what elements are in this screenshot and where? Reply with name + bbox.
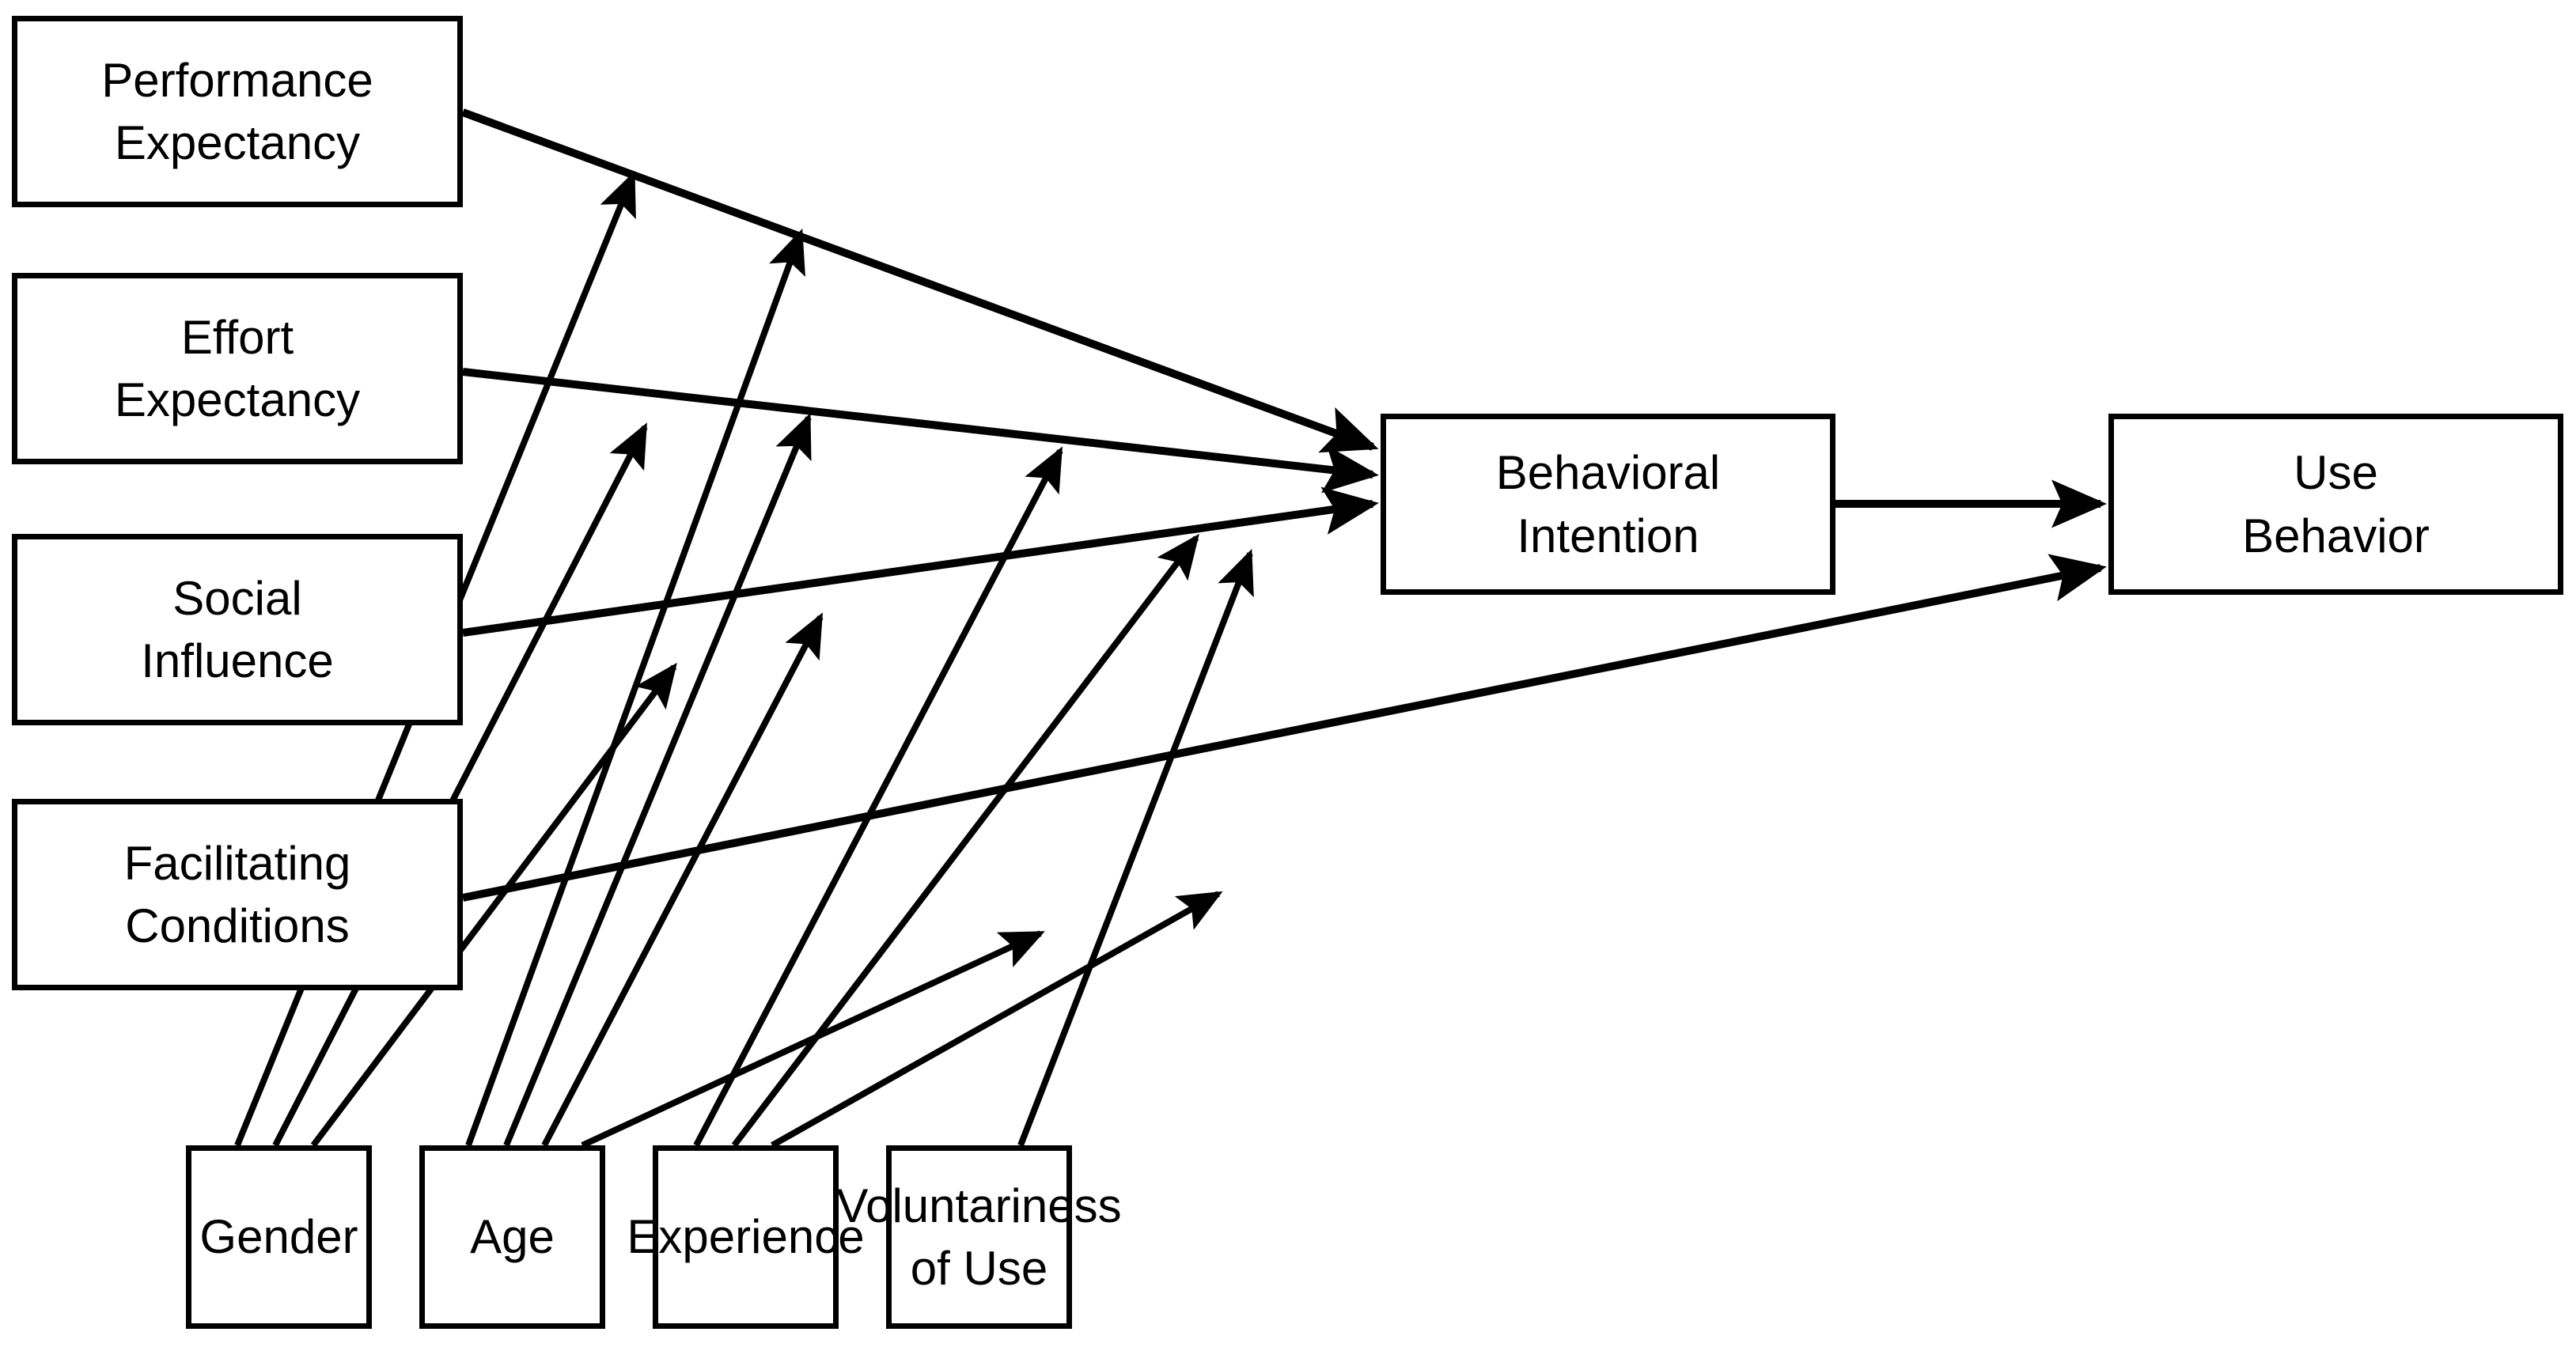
construct-performance_expectancy[interactable]: Performance Expectancy [12,16,463,207]
construct-social_influence[interactable]: Social Influence [12,534,463,725]
moderator-age[interactable]: Age [419,1145,605,1329]
construct-use_behavior[interactable]: Use Behavior [2108,414,2563,595]
construct-label: Use Behavior [2242,446,2430,562]
main-effect-arrow-ee-bi [462,368,1379,494]
construct-label: Performance Expectancy [101,53,373,169]
moderation-arrow-voluntariness-si [1017,549,1254,1147]
moderation-arrow-age-ee [503,413,812,1147]
moderation-arrow-gender-ee [272,422,648,1147]
moderator-label: Age [470,1210,555,1264]
construct-behavioral_intention[interactable]: Behavioral Intention [1381,414,1835,595]
moderator-label: Experience [627,1210,865,1264]
construct-label: Behavioral Intention [1495,446,1721,562]
moderator-experience[interactable]: Experience [627,1145,865,1329]
moderator-label: Gender [199,1210,358,1264]
moderation-arrow-age-pe [465,228,805,1147]
main-effect-arrow-fc-ub [462,554,2107,902]
construct-facilitating_conditions[interactable]: Facilitating Conditions [12,799,463,990]
moderation-arrow-age-si [541,612,824,1147]
moderator-gender[interactable]: Gender [186,1145,372,1329]
construct-label: Social Influence [141,571,334,687]
moderator-voluntariness_of_use[interactable]: Voluntariness of Use [836,1145,1122,1329]
main-effect-lines [461,108,2108,902]
construct-label: Effort Expectancy [114,310,361,426]
main-effect-arrow-si-bi [462,486,1379,637]
main-effect-arrow-pe-bi [461,108,1379,453]
moderation-arrow-experience-si [731,533,1199,1148]
construct-label: Facilitating Conditions [123,836,351,952]
moderation-arrow-experience-fc [771,891,1223,1148]
moderator-label: Voluntariness of Use [836,1179,1122,1295]
moderation-arrow-experience-ee [693,446,1063,1147]
construct-effort_expectancy[interactable]: Effort Expectancy [12,273,463,464]
